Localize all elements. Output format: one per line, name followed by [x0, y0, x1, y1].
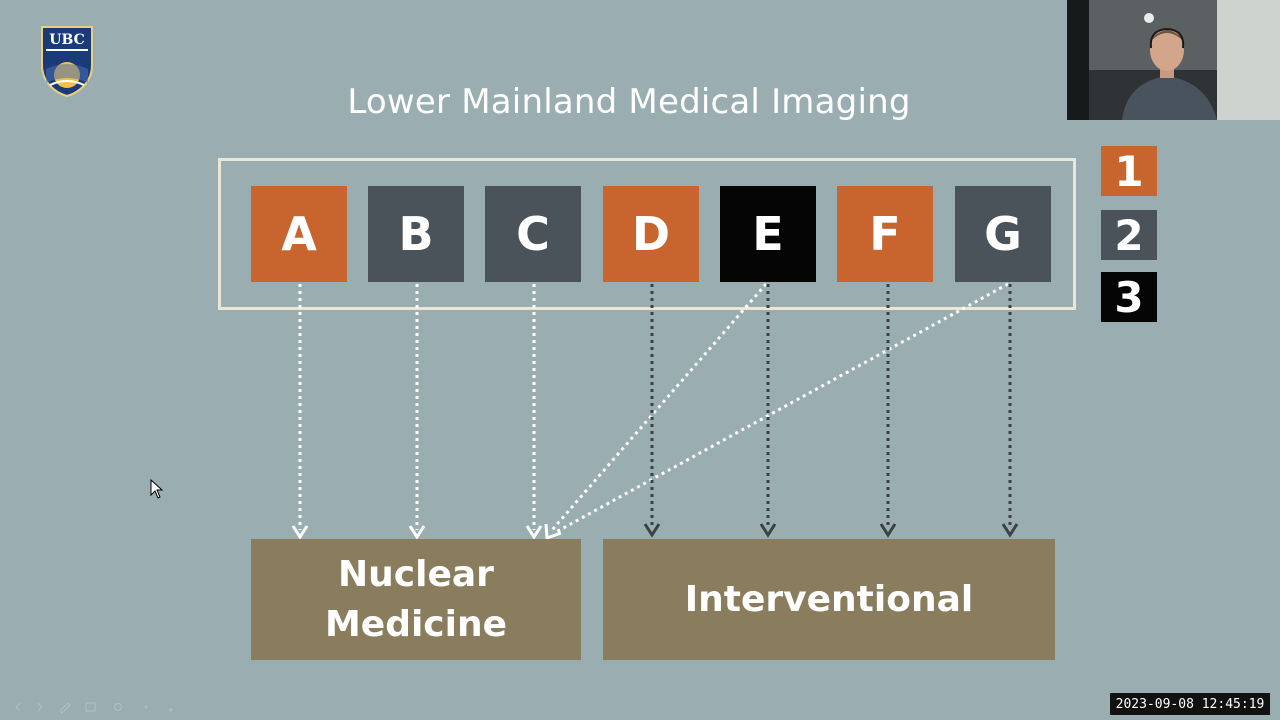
- legend-item-2: 2: [1101, 210, 1157, 260]
- recording-timestamp: 2023-09-08 12:45:19: [1110, 693, 1270, 715]
- arrowhead-g: [1001, 523, 1019, 538]
- slides-grid-icon: [85, 702, 96, 712]
- slide-title: Lower Mainland Medical Imaging: [347, 82, 911, 122]
- site-tile-f: F: [837, 186, 933, 282]
- nuclear-medicine-box: Nuclear Medicine: [251, 539, 581, 660]
- arrow-g-nuclear: [555, 282, 1009, 534]
- mouse-pointer-icon: [150, 479, 164, 499]
- site-tile-g: G: [955, 186, 1051, 282]
- arrowhead-e-nuclear: [544, 523, 562, 541]
- site-tile-e: E: [720, 186, 816, 282]
- more-options-icon: [144, 705, 148, 709]
- arrowhead-c: [525, 525, 543, 540]
- nuclear-medicine-line2: Medicine: [324, 603, 508, 645]
- site-tile-d: D: [603, 186, 699, 282]
- interventional-box: Interventional: [603, 539, 1055, 660]
- arrowhead-a: [291, 525, 309, 540]
- arrowhead-e: [759, 523, 777, 538]
- logo-text: UBC: [49, 32, 84, 48]
- site-tile-c: C: [485, 186, 581, 282]
- ubc-crest-icon: UBC: [41, 26, 93, 97]
- sites-frame: [218, 158, 1076, 310]
- legend-item-1: 1: [1101, 146, 1157, 196]
- presenter-webcam-feed: [1067, 0, 1280, 120]
- pen-icon: [59, 702, 71, 714]
- zoom-icon: [113, 702, 123, 712]
- slide-navigation-controls[interactable]: [8, 700, 178, 714]
- legend-item-3: 3: [1101, 272, 1157, 322]
- site-tile-b: B: [368, 186, 464, 282]
- arrowhead-b: [408, 525, 426, 540]
- nuclear-medicine-line1: Nuclear: [338, 553, 494, 595]
- arrow-e-nuclear: [550, 283, 768, 531]
- previous-slide-icon: [15, 702, 21, 712]
- arrowhead-f: [879, 523, 897, 538]
- next-slide-icon: [37, 702, 43, 712]
- site-tile-a: A: [251, 186, 347, 282]
- arrowhead-d: [643, 523, 661, 538]
